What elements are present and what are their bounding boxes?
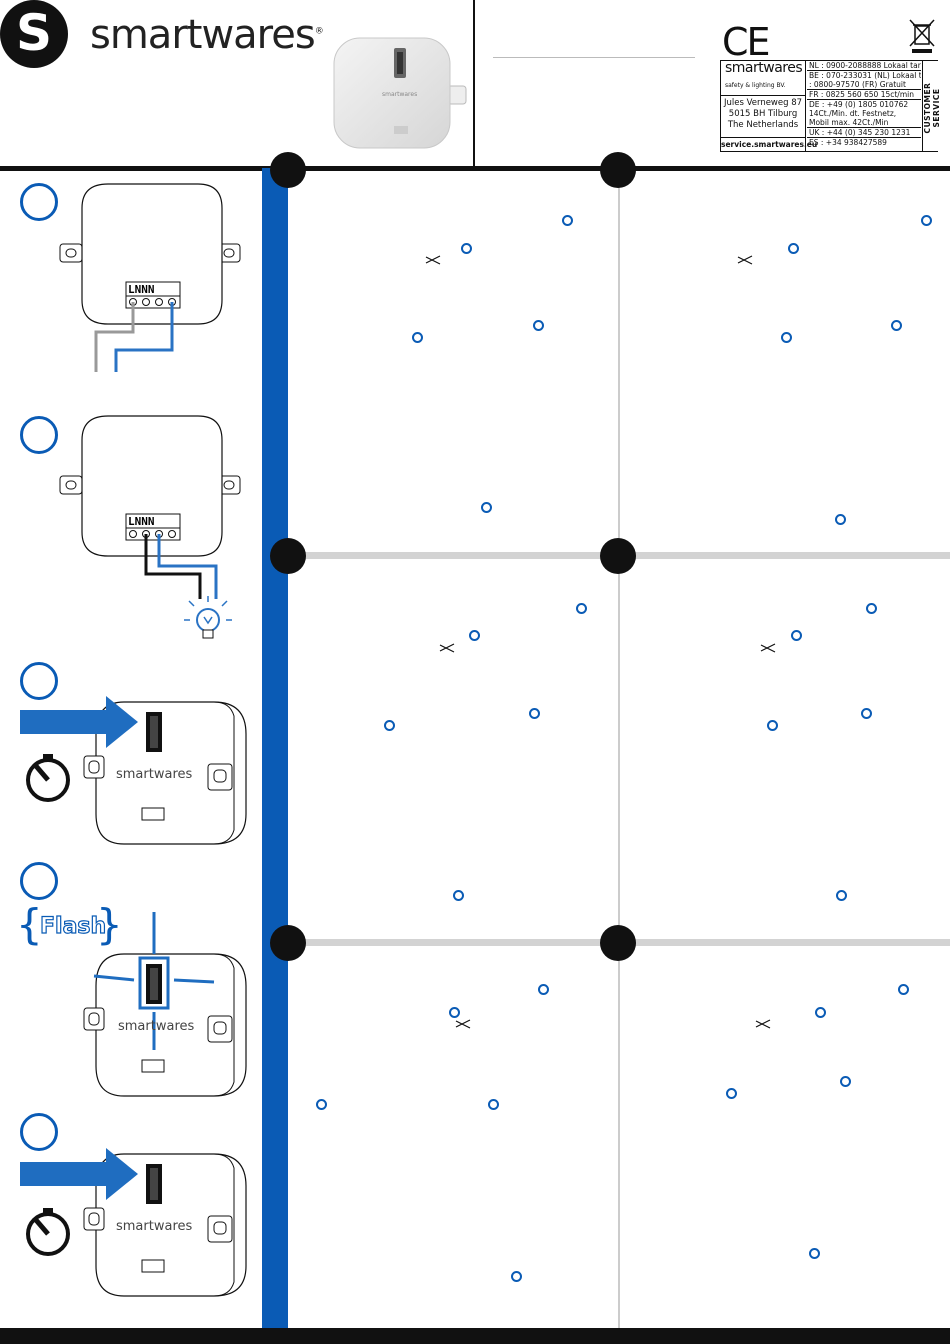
marker-ring <box>449 1007 460 1018</box>
marker-ring <box>788 243 799 254</box>
step-2-wiring-diagram: LNNN <box>59 415 241 639</box>
column-divider <box>618 168 620 1328</box>
svg-text:smartwares: smartwares <box>116 767 193 782</box>
marker-ring <box>835 514 846 525</box>
marker-ring <box>412 332 423 343</box>
cs-row: DE : +49 (0) 1805 010762 <box>809 100 909 109</box>
marker-ring <box>861 708 872 719</box>
step-4-marker <box>20 862 58 900</box>
cs-row: BE : 070-233031 (NL) Lokaal tarief <box>809 71 921 80</box>
section-marker <box>270 538 306 574</box>
marker-ring <box>469 630 480 641</box>
cs-phone-list: NL : 0900-2088888 Lokaal tarief BE : 070… <box>807 61 921 151</box>
step-1-marker <box>20 183 58 221</box>
logo-circle <box>0 0 68 68</box>
step-4-flash-diagram: smartwares <box>83 912 247 1097</box>
svg-text:LNNN: LNNN <box>128 515 155 528</box>
step-2-marker <box>20 416 58 454</box>
cs-url[interactable]: service.smartwares.eu <box>721 137 817 149</box>
title-placeholder-line <box>493 57 695 58</box>
marker-ring <box>781 332 792 343</box>
cs-row: FR : 0825 560 650 15ct/min <box>807 90 921 100</box>
svg-text:smartwares: smartwares <box>382 91 417 98</box>
marker-ring <box>533 320 544 331</box>
marker-ring <box>767 720 778 731</box>
svg-text:LNNN: LNNN <box>128 283 155 296</box>
marker-ring <box>488 1099 499 1110</box>
marker-ring <box>453 890 464 901</box>
cs-row: : 0800-97570 (FR) Gratuit <box>807 80 921 90</box>
marker-ring <box>866 603 877 614</box>
marker-ring <box>836 890 847 901</box>
marker-ring <box>898 984 909 995</box>
cs-brand-sub: safety & lighting BV. <box>725 82 786 89</box>
cs-row: ES : +34 938427589 <box>809 138 887 147</box>
ce-mark: CE <box>722 20 771 64</box>
step-3-marker <box>20 662 58 700</box>
section-marker <box>600 538 636 574</box>
marker-ring <box>791 630 802 641</box>
flash-label: Flash <box>39 913 107 939</box>
marker-ring <box>726 1088 737 1099</box>
marker-ring <box>511 1271 522 1282</box>
section-marker <box>600 925 636 961</box>
section-marker <box>270 152 306 188</box>
marker-ring <box>809 1248 820 1259</box>
logo-letter: S <box>15 4 52 62</box>
blue-side-bar <box>262 168 288 1328</box>
marker-ring <box>921 215 932 226</box>
step-1-wiring-diagram: LNNN <box>59 183 241 372</box>
cs-row: 14Ct./Min. dt. Festnetz, <box>809 109 897 118</box>
wire-cutter-icon <box>439 643 455 653</box>
svg-text:smartwares: smartwares <box>116 1219 193 1234</box>
header-divider <box>473 0 475 168</box>
marker-ring <box>562 215 573 226</box>
header-rule <box>0 166 950 171</box>
marker-ring <box>316 1099 327 1110</box>
marker-ring <box>891 320 902 331</box>
marker-ring <box>576 603 587 614</box>
brand-name: smartwares® <box>90 12 324 58</box>
cs-row: Mobil max. 42Ct./Min <box>807 118 921 128</box>
cs-address: Jules Verneweg 87 5015 BH Tilburg The Ne… <box>721 95 805 131</box>
marker-ring <box>481 502 492 513</box>
flash-brace-right-icon: } <box>96 900 123 949</box>
timer-icon <box>26 1208 70 1256</box>
marker-ring <box>461 243 472 254</box>
wire-cutter-icon <box>737 255 753 265</box>
wire-cutter-icon <box>755 1019 771 1029</box>
step-5-press-button-diagram: smartwares <box>20 1148 247 1297</box>
product-image: smartwares <box>333 37 467 149</box>
cs-brand: smartwares <box>725 60 803 76</box>
footer-bar <box>0 1328 950 1344</box>
flash-brace-left-icon: { <box>16 900 43 949</box>
marker-ring <box>840 1076 851 1087</box>
marker-ring <box>529 708 540 719</box>
cs-row: UK : +44 (0) 345 230 1231 <box>807 128 921 138</box>
customer-service-box: smartwares safety & lighting BV. Jules V… <box>720 60 941 152</box>
timer-icon <box>26 754 70 802</box>
cs-vertical-label: CUSTOMER SERVICE <box>922 61 941 151</box>
wire-cutter-icon <box>455 1019 471 1029</box>
wire-cutter-icon <box>425 255 441 265</box>
light-bulb-icon <box>184 596 232 639</box>
step-3-press-button-diagram: smartwares <box>20 696 247 845</box>
cs-row: NL : 0900-2088888 Lokaal tarief <box>807 61 921 71</box>
section-marker <box>270 925 306 961</box>
svg-text:smartwares: smartwares <box>118 1019 195 1034</box>
wire-cutter-icon <box>760 643 776 653</box>
marker-ring <box>384 720 395 731</box>
section-marker <box>600 152 636 188</box>
crossed-bin-icon <box>909 19 935 53</box>
step-5-marker <box>20 1113 58 1151</box>
marker-ring <box>538 984 549 995</box>
marker-ring <box>815 1007 826 1018</box>
